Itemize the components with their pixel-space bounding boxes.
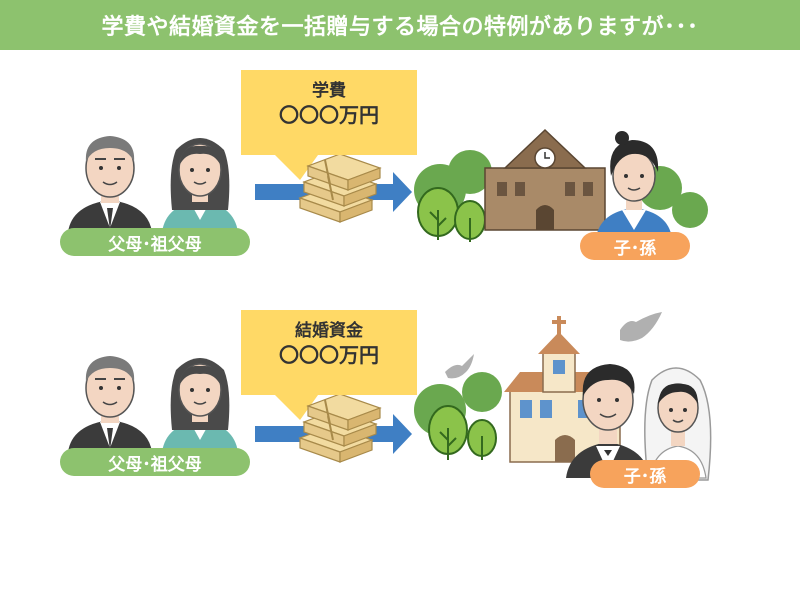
grandmother-icon (162, 358, 238, 452)
gift-amount-bubble: 学費 〇〇〇万円 (241, 70, 417, 155)
page-title: 学費や結婚資金を一括贈与する場合の特例がありますが･･･ (0, 0, 800, 50)
receiver-label: 子･孫 (580, 232, 690, 260)
trees-icon (414, 372, 502, 460)
marriage-gift-scene: 結婚資金 〇〇〇万円 父母･祖父母 子･孫 (0, 300, 800, 540)
gift-label: 結婚資金 (295, 321, 363, 341)
giver-label: 父母･祖父母 (60, 448, 250, 476)
money-stack-icon (298, 393, 382, 463)
money-stack-icon (298, 153, 382, 223)
tuition-gift-scene: 学費 〇〇〇万円 父母･祖父母 子･孫 (0, 60, 800, 300)
dove-icon (445, 354, 474, 379)
receiver-label: 子･孫 (590, 460, 700, 488)
gift-amount: 〇〇〇万円 (279, 103, 379, 127)
school-building-icon (484, 128, 606, 231)
gift-label: 学費 (312, 81, 346, 101)
gift-amount-bubble: 結婚資金 〇〇〇万円 (241, 310, 417, 395)
bubble-tail (275, 155, 318, 180)
dove-icon (620, 312, 662, 342)
grandfather-icon (68, 356, 152, 452)
grandfather-icon (68, 136, 152, 232)
gift-amount: 〇〇〇万円 (279, 343, 379, 367)
trees-icon (414, 150, 708, 242)
giver-label: 父母･祖父母 (60, 228, 250, 256)
grandmother-icon (162, 138, 238, 232)
bubble-tail (275, 395, 318, 420)
child-icon (596, 131, 672, 238)
